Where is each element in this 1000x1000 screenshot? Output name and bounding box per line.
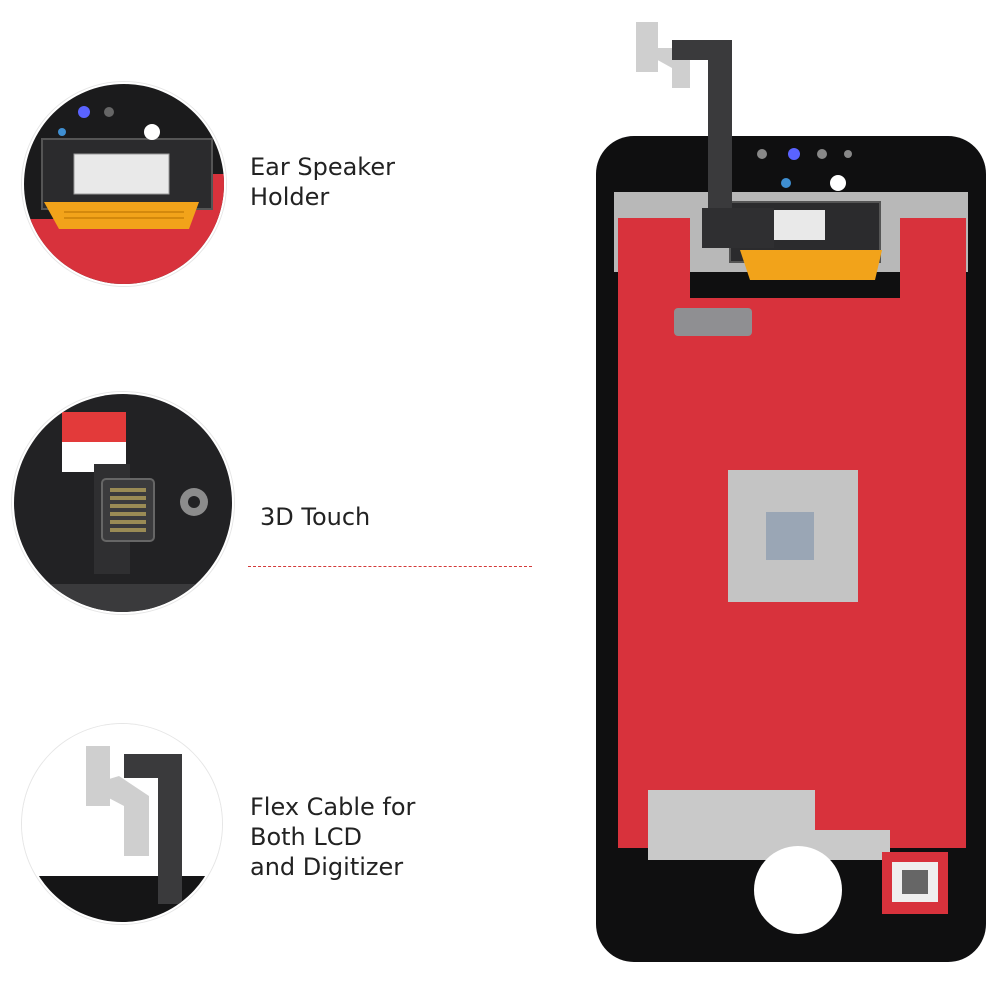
3d-touch-label: 3D Touch — [260, 503, 371, 531]
divider-line — [248, 566, 532, 567]
ear-speaker-detail-image — [24, 84, 224, 284]
lcd-assembly-image — [590, 18, 990, 968]
ear-speaker-callout — [22, 82, 226, 286]
ear-speaker-label: Ear Speaker Holder — [250, 153, 395, 211]
3d-touch-detail-image — [14, 394, 232, 612]
flex-cable-callout — [22, 724, 222, 924]
3d-touch-callout — [12, 392, 234, 614]
flex-cable-label: Flex Cable for Both LCD and Digitizer — [250, 793, 416, 881]
flex-cable-detail-image — [24, 726, 220, 922]
